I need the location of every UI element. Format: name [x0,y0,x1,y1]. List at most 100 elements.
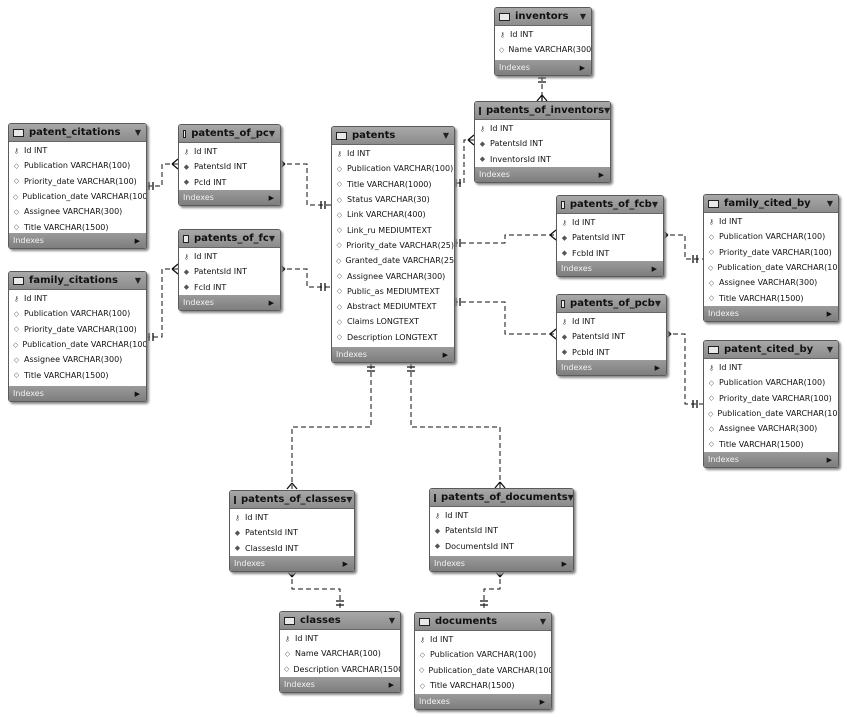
indexes-section[interactable]: Indexes▶ [430,556,573,571]
table-header[interactable]: patents_of_classes▼ [230,491,354,509]
indexes-section[interactable]: Indexes▶ [332,347,454,362]
table-patents-of-pc[interactable]: patents_of_pc▼⚷Id INT◆PatentsId INT◆PcId… [178,124,281,206]
column-row[interactable]: ⚷Id INT [332,146,454,161]
column-row[interactable]: ⚷Id INT [704,360,838,375]
column-row[interactable]: ⚷Id INT [704,214,838,229]
expand-arrow-icon[interactable]: ▶ [134,389,140,398]
column-row[interactable]: ◇Priority_date VARCHAR(25) [332,238,454,253]
expand-arrow-icon[interactable]: ▶ [561,559,567,568]
column-row[interactable]: ⚷Id INT [430,508,573,523]
column-row[interactable]: ◇Description LONGTEXT [332,330,454,345]
expand-arrow-icon[interactable]: ▶ [651,264,657,273]
column-row[interactable]: ⚷Id INT [9,291,146,306]
column-row[interactable]: ◆PatentsId INT [179,264,280,279]
column-row[interactable]: ◇Title VARCHAR(1500) [9,219,146,234]
expand-arrow-icon[interactable]: ▶ [539,697,545,706]
column-row[interactable]: ⚷Id INT [475,121,610,136]
expand-arrow-icon[interactable]: ▶ [134,236,140,245]
column-row[interactable]: ◇Status VARCHAR(30) [332,192,454,207]
column-row[interactable]: ◇Title VARCHAR(1500) [704,436,838,451]
table-patents-of-classes[interactable]: patents_of_classes▼⚷Id INT◆PatentsId INT… [229,490,355,572]
indexes-section[interactable]: Indexes▶ [475,167,610,182]
column-row[interactable]: ◇Title VARCHAR(1500) [9,367,146,382]
column-row[interactable]: ◇Priority_date VARCHAR(100) [9,322,146,337]
column-row[interactable]: ◇Publication_date VARCHAR(100) [704,406,838,421]
table-header[interactable]: patents_of_pcb▼ [557,295,666,313]
collapse-arrow-icon[interactable]: ▼ [826,199,833,208]
collapse-arrow-icon[interactable]: ▼ [654,299,661,308]
column-row[interactable]: ⚷Id INT [557,215,663,230]
column-row[interactable]: ⚷Id INT [9,143,146,158]
column-row[interactable]: ◇Description VARCHAR(1500) [280,662,400,677]
column-row[interactable]: ⚷Id INT [280,631,400,646]
table-header[interactable]: patents_of_pc▼ [179,125,280,143]
column-row[interactable]: ◆PatentsId INT [475,136,610,151]
indexes-section[interactable]: Indexes▶ [280,677,400,692]
column-row[interactable]: ◆PatentsId INT [557,230,663,245]
column-row[interactable]: ◇Link_ru MEDIUMTEXT [332,222,454,237]
column-row[interactable]: ◇Title VARCHAR(1500) [704,290,838,305]
collapse-arrow-icon[interactable]: ▼ [268,129,275,138]
table-header[interactable]: patents▼ [332,127,454,145]
column-row[interactable]: ◇Priority_date VARCHAR(100) [9,174,146,189]
column-row[interactable]: ◆PatentsId INT [430,523,573,538]
expand-arrow-icon[interactable]: ▶ [826,455,832,464]
expand-arrow-icon[interactable]: ▶ [579,63,585,72]
table-classes[interactable]: classes▼⚷Id INT◇Name VARCHAR(100)◇Descri… [279,611,401,693]
table-patents-of-fcb[interactable]: patents_of_fcb▼⚷Id INT◆PatentsId INT◆Fcb… [556,195,664,277]
table-header[interactable]: family_citations▼ [9,272,146,290]
column-row[interactable]: ◆PatentsId INT [179,159,280,174]
expand-arrow-icon[interactable]: ▶ [654,363,660,372]
column-row[interactable]: ◆DocumentsId INT [430,539,573,554]
column-row[interactable]: ◇Priority_date VARCHAR(100) [704,391,838,406]
column-row[interactable]: ◇Title VARCHAR(1500) [415,678,551,693]
column-row[interactable]: ◇Title VARCHAR(1000) [332,177,454,192]
column-row[interactable]: ◇Assignee VARCHAR(300) [704,275,838,290]
expand-arrow-icon[interactable]: ▶ [342,559,348,568]
collapse-arrow-icon[interactable]: ▼ [567,493,574,502]
column-row[interactable]: ◇Assignee VARCHAR(300) [704,421,838,436]
column-row[interactable]: ⚷Id INT [179,249,280,264]
column-row[interactable]: ◇Publication_date VARCHAR(100) [9,189,146,204]
expand-arrow-icon[interactable]: ▶ [268,193,274,202]
column-row[interactable]: ◇Assignee VARCHAR(300) [9,352,146,367]
collapse-arrow-icon[interactable]: ▼ [442,131,449,140]
column-row[interactable]: ◇Publication VARCHAR(100) [332,161,454,176]
table-header[interactable]: patents_of_documents▼ [430,489,573,507]
column-row[interactable]: ◇Publication VARCHAR(100) [415,647,551,662]
indexes-section[interactable]: Indexes▶ [415,694,551,709]
indexes-section[interactable]: Indexes▶ [9,233,146,248]
column-row[interactable]: ◇Publication_date VARCHAR(100) [9,337,146,352]
table-patent-cited-by[interactable]: patent_cited_by▼⚷Id INT◇Publication VARC… [703,340,839,468]
column-row[interactable]: ◇Publication VARCHAR(100) [9,306,146,321]
column-row[interactable]: ◇Name VARCHAR(300) [495,42,591,57]
column-row[interactable]: ◇Publication_date VARCHAR(100) [415,663,551,678]
collapse-arrow-icon[interactable]: ▼ [651,200,658,209]
column-row[interactable]: ◇Publication VARCHAR(100) [704,229,838,244]
table-patents[interactable]: patents▼⚷Id INT◇Publication VARCHAR(100)… [331,126,455,363]
table-patents-of-fc[interactable]: patents_of_fc▼⚷Id INT◆PatentsId INT◆FcId… [178,229,281,311]
expand-arrow-icon[interactable]: ▶ [598,170,604,179]
column-row[interactable]: ◇Priority_date VARCHAR(100) [704,245,838,260]
expand-arrow-icon[interactable]: ▶ [442,350,448,359]
column-row[interactable]: ◆ClassesId INT [230,541,354,556]
table-family-citations[interactable]: family_citations▼⚷Id INT◇Publication VAR… [8,271,147,402]
column-row[interactable]: ⚷Id INT [557,314,666,329]
table-patents-of-pcb[interactable]: patents_of_pcb▼⚷Id INT◆PatentsId INT◆Pcb… [556,294,667,376]
table-header[interactable]: patents_of_inventors▼ [475,102,610,120]
expand-arrow-icon[interactable]: ▶ [826,309,832,318]
column-row[interactable]: ◇Abstract MEDIUMTEXT [332,299,454,314]
collapse-arrow-icon[interactable]: ▼ [604,106,611,115]
table-header[interactable]: patents_of_fc▼ [179,230,280,248]
table-header[interactable]: family_cited_by▼ [704,195,838,213]
column-row[interactable]: ◆FcId INT [179,280,280,295]
indexes-section[interactable]: Indexes▶ [704,306,838,321]
table-header[interactable]: patent_cited_by▼ [704,341,838,359]
collapse-arrow-icon[interactable]: ▼ [826,345,833,354]
collapse-arrow-icon[interactable]: ▼ [134,128,141,137]
indexes-section[interactable]: Indexes▶ [9,386,146,401]
column-row[interactable]: ◆PatentsId INT [557,329,666,344]
indexes-section[interactable]: Indexes▶ [495,60,591,75]
table-patents-of-documents[interactable]: patents_of_documents▼⚷Id INT◆PatentsId I… [429,488,574,572]
collapse-arrow-icon[interactable]: ▼ [579,12,586,21]
